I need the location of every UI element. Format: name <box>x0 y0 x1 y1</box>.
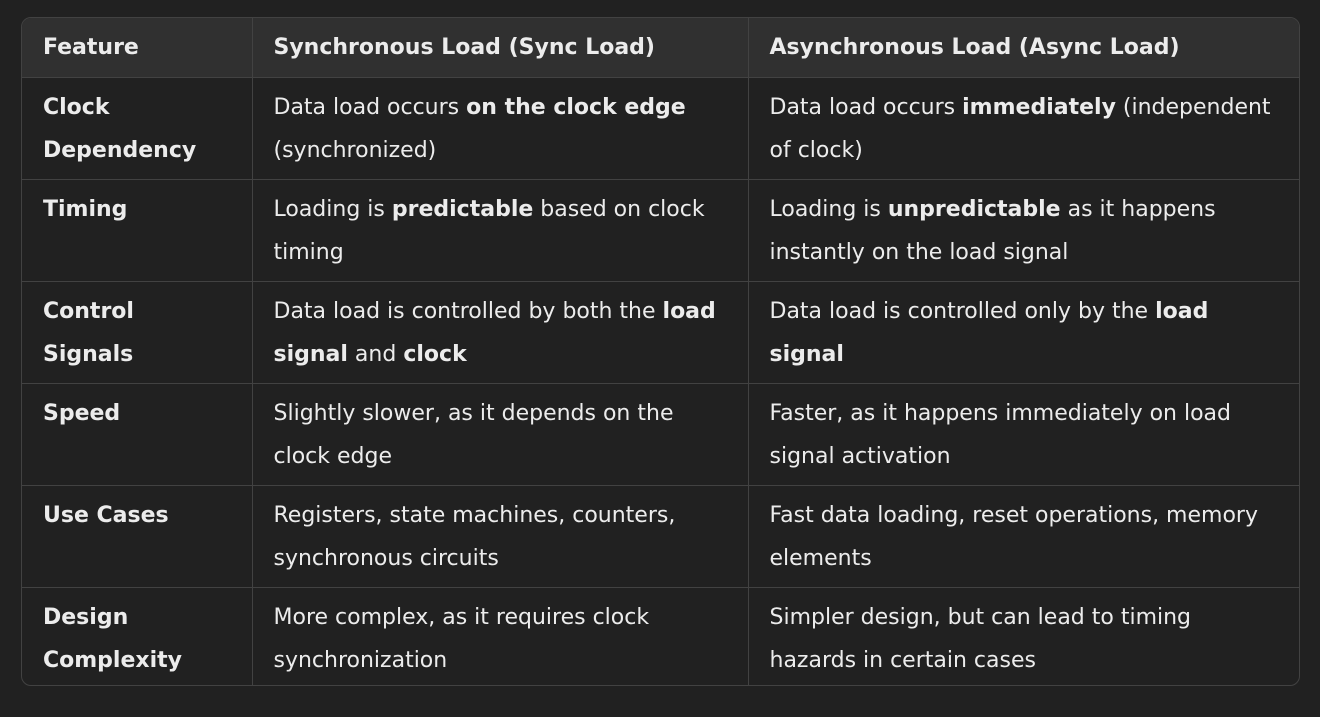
bold-text: unpredictable <box>887 196 1061 222</box>
bold-text: load signal <box>273 298 716 367</box>
table-row: Use Cases Registers, state machines, coun… <box>22 485 1299 588</box>
header-sync-load: Synchronous Load (Sync Load) <box>252 18 749 78</box>
text-segment: Slightly slower, as it depends on the cl… <box>273 400 674 469</box>
bold-text: immediately <box>962 94 1116 120</box>
table-row: Speed Slightly slower, as it depends on t… <box>22 383 1299 486</box>
comparison-table-container: Feature Synchronous Load (Sync Load) Asy… <box>21 17 1300 686</box>
table-header-row: Feature Synchronous Load (Sync Load) Asy… <box>22 18 1299 78</box>
sync-load-cell: Data load occurs on the clock edge (sync… <box>252 77 749 180</box>
bold-text: clock <box>403 341 467 367</box>
header-feature: Feature <box>22 18 253 78</box>
bold-text: predictable <box>391 196 534 222</box>
feature-cell: Use Cases <box>22 485 253 588</box>
text-segment: based on clock timing <box>273 196 705 265</box>
text-segment: Data load occurs <box>273 94 467 120</box>
text-segment: Simpler design, but can lead to timing h… <box>769 604 1192 673</box>
sync-load-cell: Loading is predictable based on clock ti… <box>252 179 749 282</box>
text-segment: and <box>347 341 404 367</box>
feature-cell: Timing <box>22 179 253 282</box>
async-load-cell: Data load occurs immediately (independen… <box>748 77 1299 180</box>
text-segment: Data load is controlled only by the <box>769 298 1156 324</box>
text-segment: Registers, state machines, counters, syn… <box>273 502 676 571</box>
bold-text: load signal <box>769 298 1209 367</box>
text-segment: Loading is <box>273 196 392 222</box>
comparison-table: Feature Synchronous Load (Sync Load) Asy… <box>22 18 1299 685</box>
text-segment: Faster, as it happens immediately on loa… <box>769 400 1232 469</box>
feature-cell: Clock Dependency <box>22 77 253 180</box>
header-async-load: Asynchronous Load (Async Load) <box>748 18 1299 78</box>
text-segment: Loading is <box>769 196 888 222</box>
text-segment: More complex, as it requires clock synch… <box>273 604 650 673</box>
text-segment: (synchronized) <box>273 137 437 163</box>
text-segment: Fast data loading, reset operations, mem… <box>769 502 1258 571</box>
sync-load-cell: Slightly slower, as it depends on the cl… <box>252 383 749 486</box>
text-segment: Data load is controlled by both the <box>273 298 663 324</box>
feature-cell: Control Signals <box>22 281 253 384</box>
feature-cell: Design Complexity <box>22 587 253 685</box>
async-load-cell: Data load is controlled only by the load… <box>748 281 1299 384</box>
feature-cell: Speed <box>22 383 253 486</box>
text-segment: (independent of clock) <box>769 94 1271 163</box>
bold-text: on the clock edge <box>466 94 686 120</box>
sync-load-cell: Registers, state machines, counters, syn… <box>252 485 749 588</box>
text-segment: Data load occurs <box>769 94 963 120</box>
async-load-cell: Loading is unpredictable as it happens i… <box>748 179 1299 282</box>
sync-load-cell: More complex, as it requires clock synch… <box>252 587 749 685</box>
table-row: Design Complexity More complex, as it req… <box>22 587 1299 685</box>
async-load-cell: Simpler design, but can lead to timing h… <box>748 587 1299 685</box>
text-segment: as it happens instantly on the load sign… <box>769 196 1216 265</box>
async-load-cell: Fast data loading, reset operations, mem… <box>748 485 1299 588</box>
sync-load-cell: Data load is controlled by both the load… <box>252 281 749 384</box>
async-load-cell: Faster, as it happens immediately on loa… <box>748 383 1299 486</box>
